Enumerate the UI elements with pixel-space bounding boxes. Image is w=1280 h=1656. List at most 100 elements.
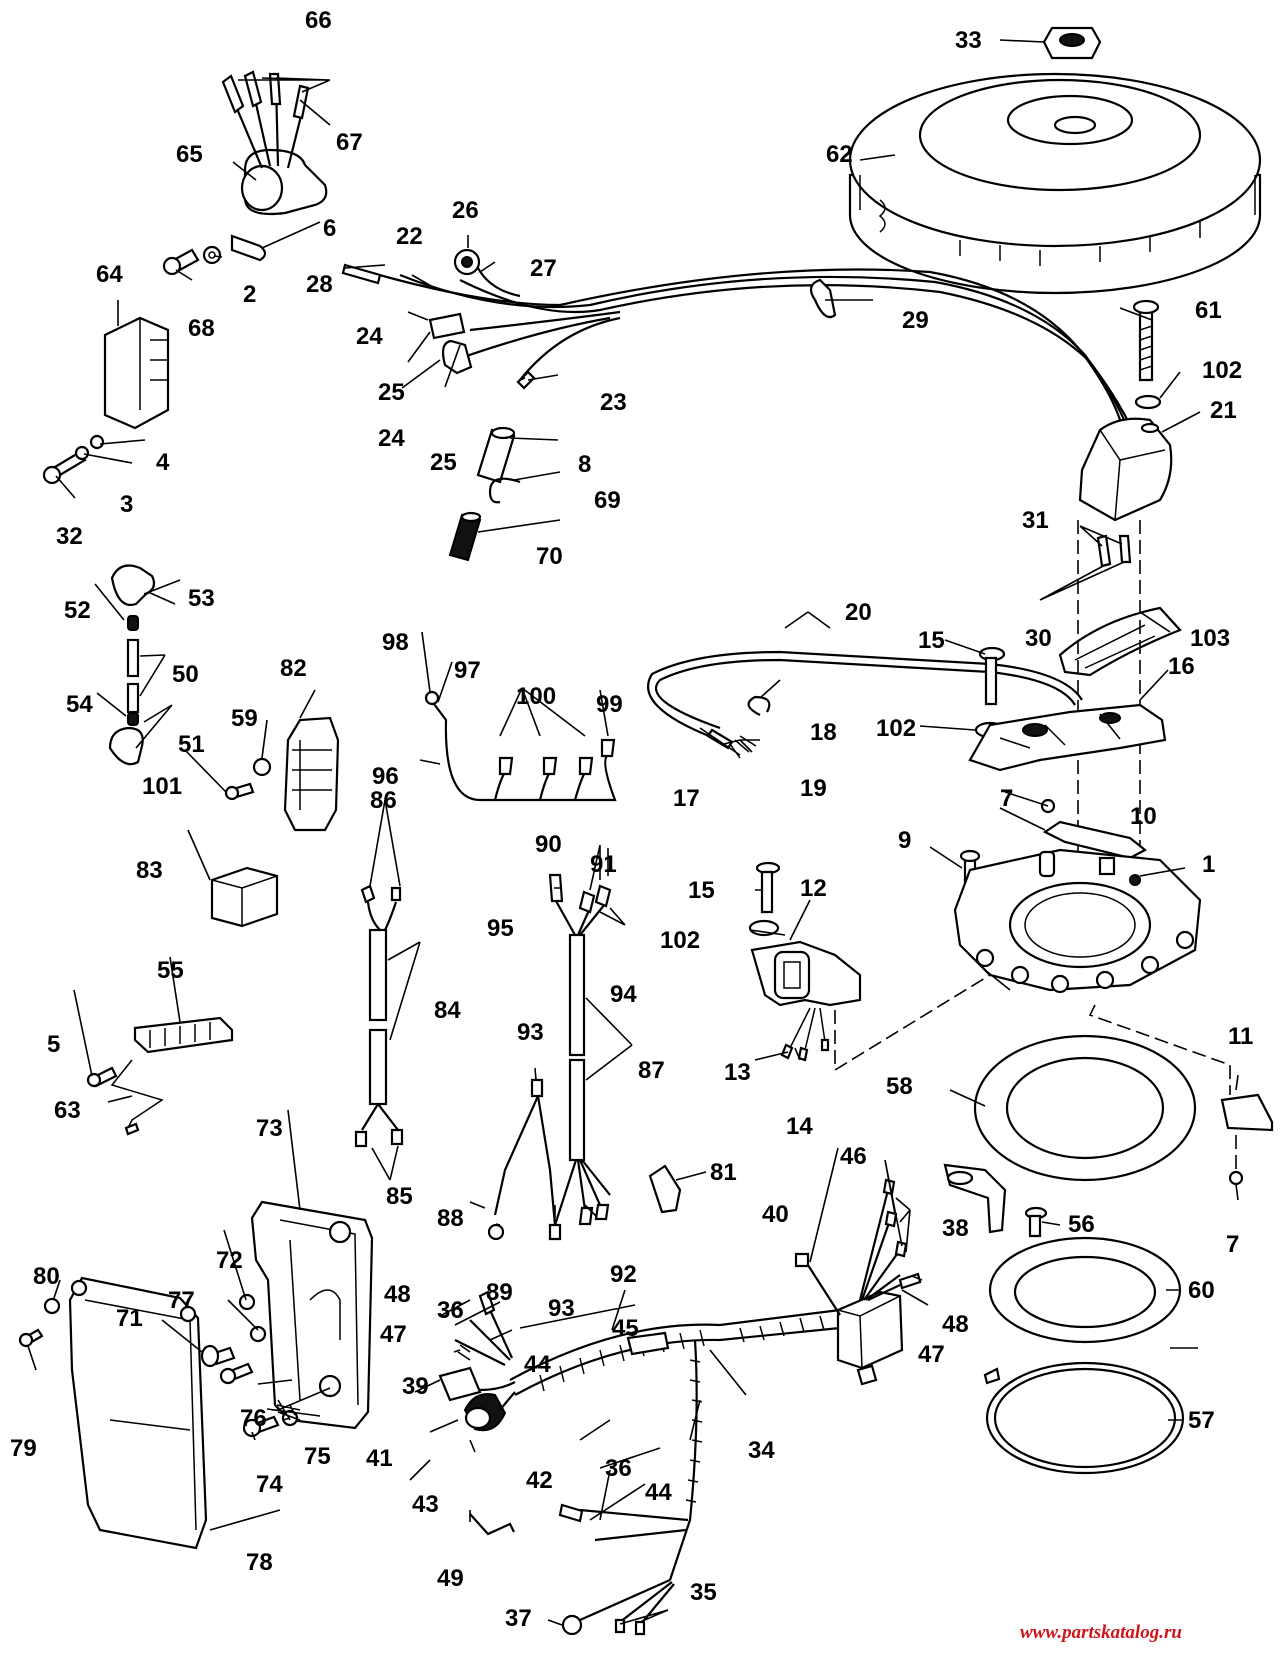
callout-73: 73 xyxy=(256,1115,283,1142)
leads-46-38 xyxy=(794,1178,922,1316)
callout-17: 17 xyxy=(673,785,700,812)
callout-7-a: 7 xyxy=(1000,785,1013,812)
callout-29: 29 xyxy=(902,307,929,334)
callout-88: 88 xyxy=(437,1205,464,1232)
callout-21: 21 xyxy=(1210,397,1237,424)
callout-79: 79 xyxy=(10,1435,37,1462)
linkage-63 xyxy=(110,1059,164,1131)
spring-54 xyxy=(127,712,139,726)
callout-19: 19 xyxy=(800,775,827,802)
washer-80 xyxy=(43,1297,61,1315)
callout-2: 2 xyxy=(243,281,256,308)
callout-39: 39 xyxy=(402,1373,429,1400)
flywheel xyxy=(848,72,1262,295)
callout-66: 66 xyxy=(305,7,332,34)
callout-98: 98 xyxy=(382,629,409,656)
lead-50 xyxy=(126,638,140,714)
callout-75: 75 xyxy=(304,1443,331,1470)
callout-26: 26 xyxy=(452,197,479,224)
callout-45: 45 xyxy=(612,1315,639,1342)
regulator-box xyxy=(836,1290,904,1386)
callout-43: 43 xyxy=(412,1491,439,1518)
washers-3-4 xyxy=(74,434,105,461)
callout-83: 83 xyxy=(136,857,163,884)
callout-52: 52 xyxy=(64,597,91,624)
leads-13-14 xyxy=(780,1007,830,1062)
screw-7-low xyxy=(1228,1170,1244,1186)
callout-86: 86 xyxy=(370,787,397,814)
link-10 xyxy=(1042,820,1147,860)
callout-5: 5 xyxy=(47,1031,60,1058)
callout-48-a: 48 xyxy=(384,1281,411,1308)
callout-49: 49 xyxy=(437,1565,464,1592)
callout-50: 50 xyxy=(172,661,199,688)
coil-guide xyxy=(834,974,991,1072)
boot-53 xyxy=(110,564,156,607)
relay-83 xyxy=(210,866,279,928)
callout-46: 46 xyxy=(840,1143,867,1170)
callout-40: 40 xyxy=(762,1201,789,1228)
screw-5 xyxy=(86,1066,118,1088)
callout-6: 6 xyxy=(323,215,336,242)
callout-96: 96 xyxy=(372,763,399,790)
screw-76 xyxy=(219,1362,254,1385)
callout-77: 77 xyxy=(168,1287,195,1314)
callout-33: 33 xyxy=(955,27,982,54)
washer-72 xyxy=(238,1293,256,1311)
callout-labels: 33 62 61 102 21 31 30 103 15 16 102 7 10… xyxy=(10,7,1253,1632)
callout-68: 68 xyxy=(188,315,215,342)
callout-36-a: 36 xyxy=(437,1297,464,1324)
callout-30: 30 xyxy=(1025,625,1052,652)
leads-35-37 xyxy=(558,1503,689,1636)
screw-15-mid xyxy=(755,861,781,914)
callout-91: 91 xyxy=(590,851,617,878)
spring-52 xyxy=(127,615,139,631)
callout-54: 54 xyxy=(66,691,93,718)
harness-87 xyxy=(548,873,612,1226)
terminal-strip-55 xyxy=(133,1016,234,1054)
callout-28: 28 xyxy=(306,271,333,298)
armature-plate-16 xyxy=(968,703,1167,772)
callout-31: 31 xyxy=(1022,507,1049,534)
bracket-82 xyxy=(283,716,340,832)
screw-61 xyxy=(1132,299,1160,382)
callout-18: 18 xyxy=(810,719,837,746)
callout-34: 34 xyxy=(748,1437,775,1464)
callout-103: 103 xyxy=(1190,625,1230,652)
callout-24-a: 24 xyxy=(356,323,383,350)
callout-59: 59 xyxy=(231,705,258,732)
callout-12: 12 xyxy=(800,875,827,902)
ring-60 xyxy=(988,1236,1182,1344)
callout-44-a: 44 xyxy=(524,1351,551,1378)
callout-90: 90 xyxy=(535,831,562,858)
callout-71: 71 xyxy=(116,1305,143,1332)
callout-99: 99 xyxy=(596,691,623,718)
callout-82: 82 xyxy=(280,655,307,682)
rectifier-64 xyxy=(103,316,170,430)
callout-42: 42 xyxy=(526,1467,553,1494)
screw-15-top xyxy=(978,646,1006,706)
callout-76: 76 xyxy=(240,1405,267,1432)
callout-11: 11 xyxy=(1228,1023,1253,1050)
flywheel-nut xyxy=(1042,26,1102,60)
callout-64: 64 xyxy=(96,261,123,288)
clip-6 xyxy=(230,234,267,262)
callout-97: 97 xyxy=(454,657,481,684)
leader-lines xyxy=(27,39,1239,1626)
callout-84: 84 xyxy=(434,997,461,1024)
stator-plate-1 xyxy=(953,848,1202,994)
callout-56: 56 xyxy=(1068,1211,1095,1238)
callout-95: 95 xyxy=(487,915,514,942)
callout-51: 51 xyxy=(178,731,205,758)
harness-93 xyxy=(487,1078,562,1241)
callout-102-c: 102 xyxy=(660,927,700,954)
clip-49 xyxy=(469,1513,515,1536)
callout-101: 101 xyxy=(142,773,182,800)
callout-9: 9 xyxy=(898,827,911,854)
callout-15-b: 15 xyxy=(688,877,715,904)
callout-85: 85 xyxy=(386,1183,413,1210)
callout-24-b: 24 xyxy=(378,425,405,452)
callout-10: 10 xyxy=(1130,803,1157,830)
callout-58: 58 xyxy=(886,1073,913,1100)
